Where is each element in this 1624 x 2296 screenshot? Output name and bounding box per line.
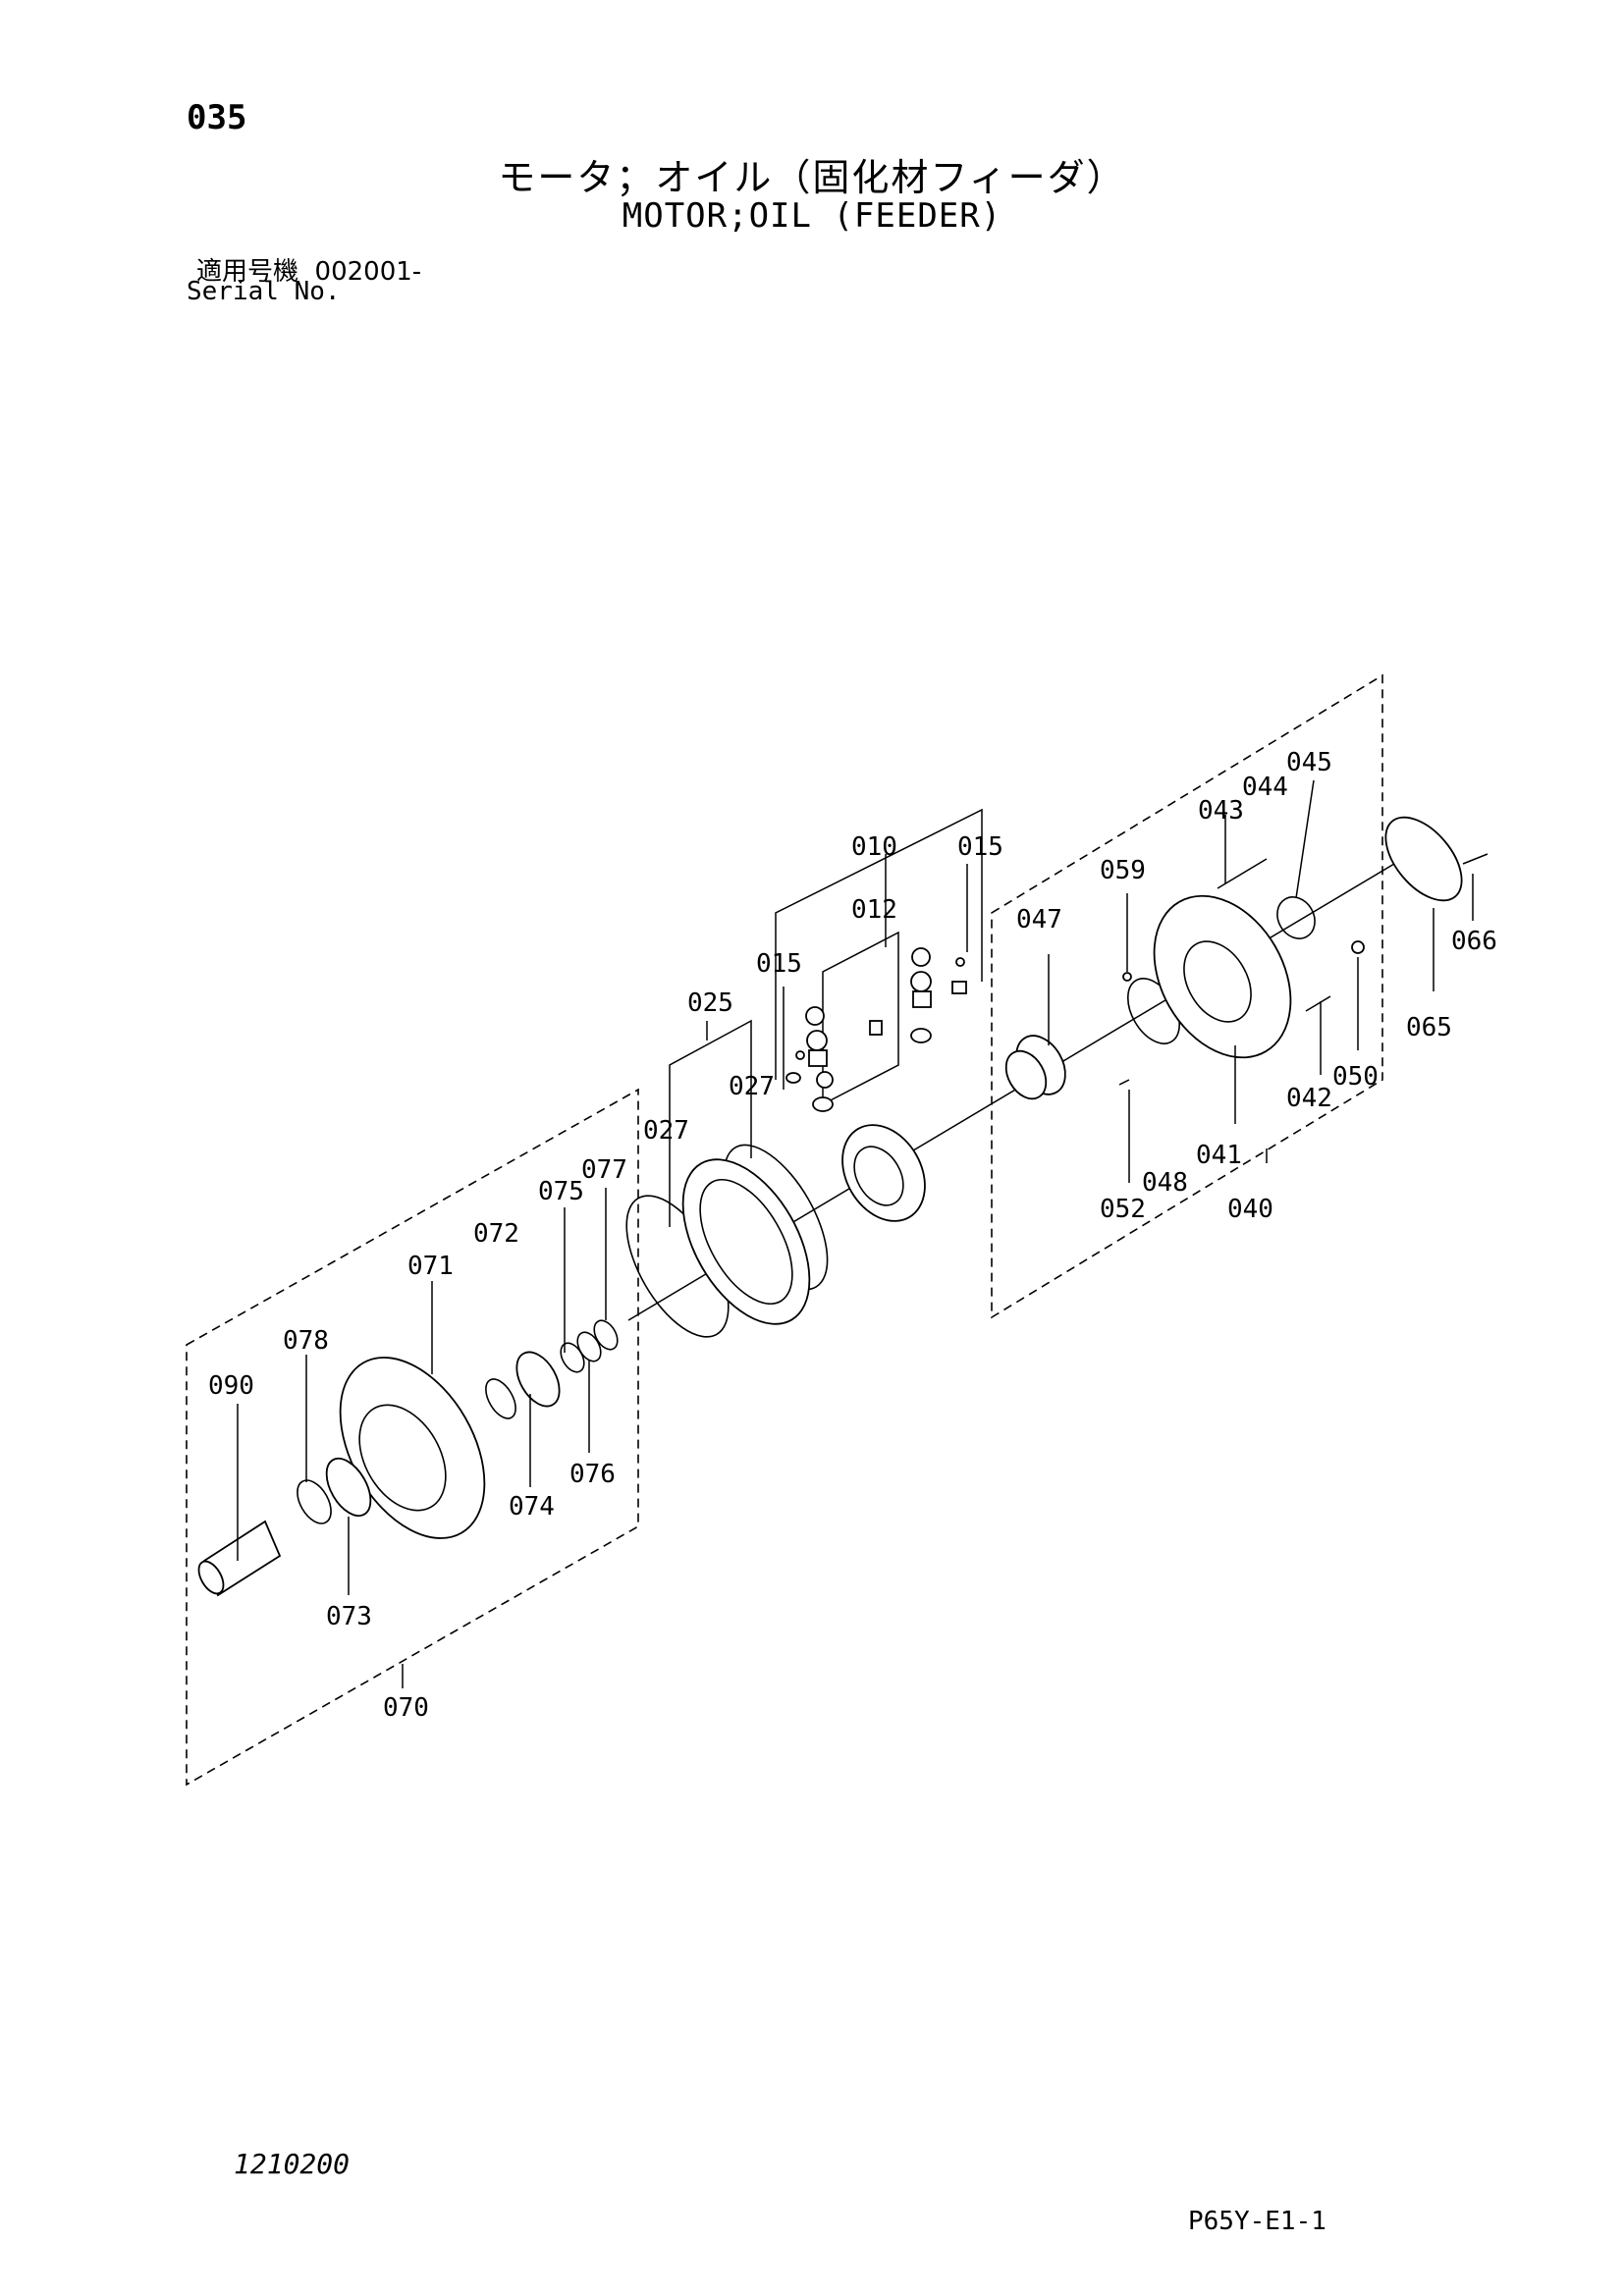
callout-041: 041 [1196, 1141, 1242, 1170]
callout-077: 077 [581, 1155, 627, 1185]
callout-044: 044 [1242, 773, 1288, 802]
pin-059 [1122, 972, 1132, 982]
callout-076: 076 [569, 1460, 616, 1489]
ring-078 [297, 1479, 332, 1524]
callout-071: 071 [407, 1252, 454, 1281]
drive-shaft-047 [1004, 1035, 1066, 1100]
callout-048: 048 [1142, 1168, 1188, 1198]
callout-025: 025 [687, 988, 733, 1018]
page-reference: P65Y-E1-1 [1188, 2207, 1326, 2236]
callout-065: 065 [1406, 1013, 1452, 1042]
output-shaft-090 [197, 1520, 282, 1597]
pin-052 [1118, 1079, 1130, 1086]
serial-label-english: Serial No. [187, 277, 341, 306]
document-code: 1210200 [234, 2148, 351, 2180]
assembly-box-070 [186, 1088, 639, 1787]
bearing-074 [515, 1351, 561, 1408]
serial-value: 002001- [314, 257, 422, 287]
page-title-english: MOTOR;OIL (FEEDER) [622, 196, 1002, 236]
serial-applicability: 適用号機 002001- [196, 251, 421, 288]
callout-075: 075 [538, 1177, 584, 1206]
callout-090: 090 [208, 1371, 254, 1401]
valve-parts-012 [785, 947, 967, 1112]
callout-050: 050 [1332, 1062, 1379, 1092]
callout-043: 043 [1198, 796, 1244, 826]
ring-077 [593, 1319, 619, 1351]
bracket-025 [669, 1019, 752, 1227]
serial-label-japanese: 適用号機 [196, 257, 299, 287]
callout-027-right: 027 [729, 1072, 775, 1101]
callout-047: 047 [1016, 905, 1062, 934]
ring-075 [560, 1342, 585, 1373]
callout-070: 070 [383, 1693, 429, 1723]
callout-072: 072 [473, 1219, 519, 1249]
assembly-box-040 [991, 673, 1383, 1319]
bearing-073 [325, 1457, 372, 1518]
rotor [841, 1124, 926, 1222]
callout-066: 066 [1451, 927, 1497, 956]
bolt-066 [1462, 853, 1489, 865]
page-title-japanese: モータ；オイル（固化材フィーダ） [498, 156, 1126, 199]
o-ring-045 [1276, 896, 1316, 939]
housing-041 [1153, 894, 1292, 1059]
callout-045: 045 [1286, 748, 1332, 777]
callout-012: 012 [851, 895, 897, 925]
callout-leader-lines [237, 779, 1474, 1688]
gear-ring-025 [681, 1158, 811, 1325]
callout-010: 010 [851, 832, 897, 862]
flange-071 [339, 1357, 486, 1539]
callout-074: 074 [509, 1492, 555, 1522]
bracket-010 [775, 808, 983, 1080]
callout-073: 073 [326, 1602, 372, 1631]
callout-052: 052 [1100, 1195, 1146, 1224]
callout-015-top: 015 [957, 832, 1003, 862]
callout-027-left: 027 [643, 1116, 689, 1146]
page-number: 035 [187, 98, 247, 137]
callout-040: 040 [1227, 1195, 1273, 1224]
plug-050 [1351, 940, 1365, 954]
callout-059: 059 [1100, 856, 1146, 885]
cover-plate-065 [1384, 816, 1463, 902]
callout-015-left: 015 [756, 949, 802, 979]
callout-078: 078 [283, 1326, 329, 1356]
bracket-012 [822, 931, 899, 1105]
ring-072 [485, 1378, 516, 1419]
bolt-042 [1305, 995, 1331, 1012]
callout-042: 042 [1286, 1084, 1332, 1113]
